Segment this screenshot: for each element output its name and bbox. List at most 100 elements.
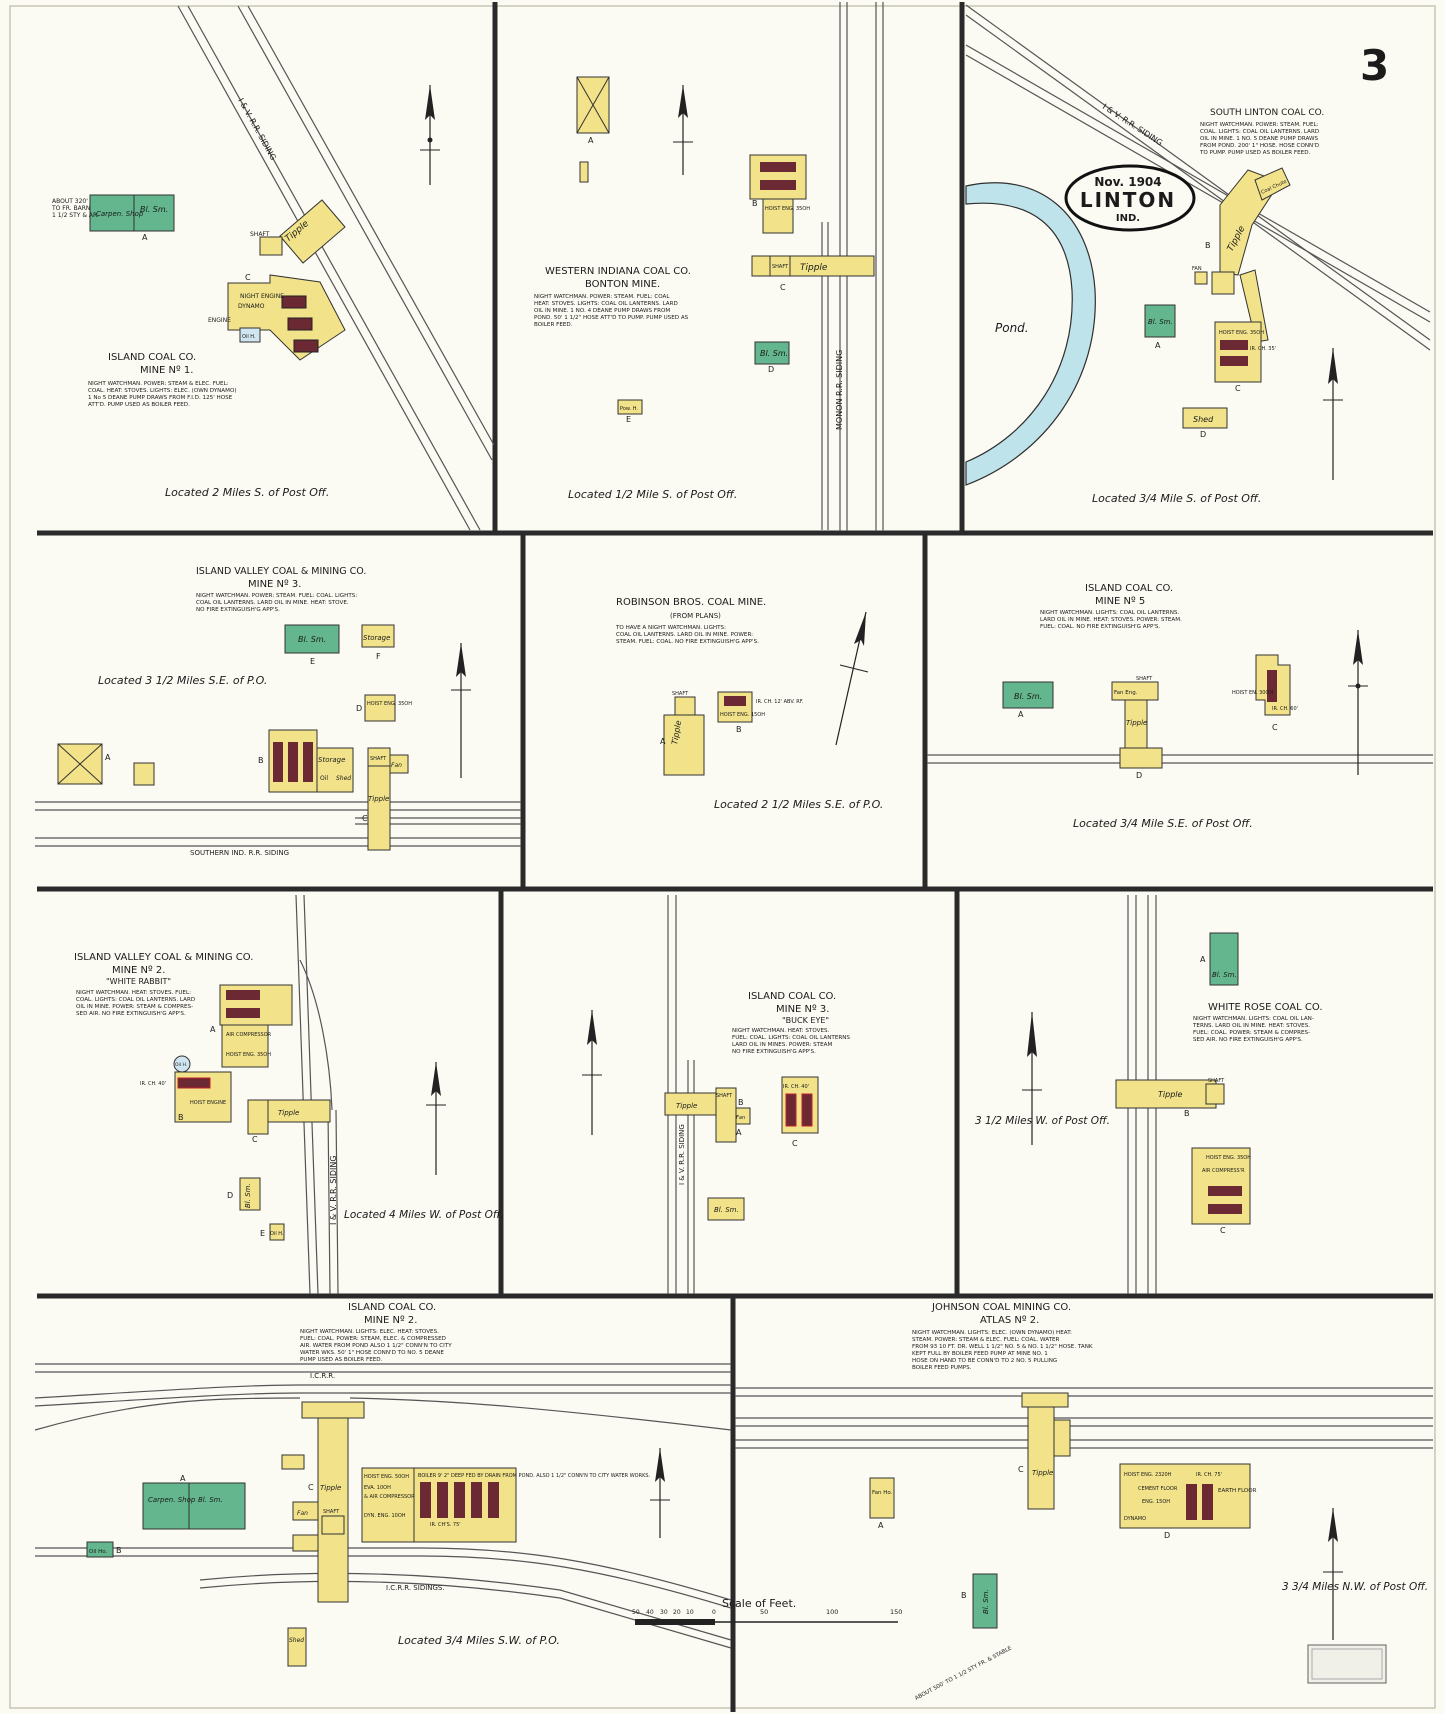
- bl-sm-label: Bl. Sm.: [198, 1496, 223, 1504]
- eng-label: ENG. 15OH: [1142, 1499, 1170, 1505]
- siding-label: MONON R.R. SIDING: [835, 350, 844, 430]
- north-arrow-icon: [1323, 1508, 1343, 1640]
- iron-chimney-label: IR. CH. 75': [1196, 1472, 1222, 1478]
- bl-sm-label: Bl. Sm.: [140, 205, 168, 214]
- note-line-4: SED AIR. NO FIRE EXTINGUISH'G APP'S.: [76, 1011, 186, 1017]
- oil-ho-label: Oil Ho.: [89, 1549, 108, 1555]
- carpenter-shop: [142, 1482, 190, 1530]
- note-line-2: TERNS. LARD OIL IN MINE. HEAT: STOVES.: [1192, 1023, 1310, 1029]
- note-line-1: NIGHT WATCHMAN. LIGHTS: COAL OIL LAN-: [1193, 1016, 1314, 1022]
- storage-2-label: Storage: [318, 756, 345, 764]
- bl-sm-label: Bl. Sm.: [1014, 692, 1042, 701]
- boiler-3: [454, 1482, 465, 1518]
- mine-subtitle: MINE Nº 2.: [112, 965, 165, 976]
- north-arrow-icon: [426, 1062, 446, 1175]
- company-title: ROBINSON BROS. COAL MINE.: [616, 597, 766, 608]
- railroad-tracks: [35, 801, 521, 847]
- oil-house: [269, 1223, 285, 1241]
- railroad-tracks: [735, 1387, 1433, 1449]
- bldg-b-letter: B: [961, 1591, 967, 1600]
- bldg-a-letter: A: [180, 1474, 186, 1483]
- dynamo-label: DYN. ENG. 10OH: [364, 1513, 406, 1519]
- iron-chimneys-label: IR. CH'S. 75': [430, 1522, 461, 1528]
- tipple-label: Tipple: [320, 1484, 341, 1492]
- blacksmith-shop: [1144, 304, 1176, 338]
- panel-island-coal-buckeye: I & V. R.R. SIDING ISLAND COAL CO. MINE …: [582, 895, 850, 1294]
- tipple-label: Tipple: [1032, 1469, 1053, 1477]
- bl-sm-label: Bl. Sm.: [760, 349, 788, 358]
- boiler-2: [287, 317, 313, 331]
- location-label: 3 1/2 Miles W. of Post Off.: [975, 1115, 1110, 1127]
- north-arrow-icon: [650, 1448, 670, 1538]
- shaft-label: SHAFT: [772, 264, 789, 270]
- note-line-4: SED AIR. NO FIRE EXTINGUISH'G APP'S.: [1193, 1037, 1303, 1043]
- note-line-2: LARD OIL IN MINE. HEAT: STOVES. POWER: S…: [1040, 617, 1182, 623]
- blacksmith-shop: [707, 1197, 745, 1221]
- bldg-a-letter: A: [1200, 955, 1206, 964]
- tipple-building: [279, 199, 346, 264]
- bldg-c-letter: C: [1018, 1465, 1024, 1474]
- dynamo-label: DYNAMO: [238, 303, 265, 310]
- company-title: ISLAND VALLEY COAL & MINING CO.: [196, 566, 366, 577]
- sheet-number: 3: [1360, 41, 1389, 90]
- hoist-engine-house: [762, 198, 794, 234]
- note-line-5: TO PUMP. PUMP USED AS BOILER FEED.: [1199, 150, 1311, 156]
- boiler-note: BOILER 9' 2" DEEP FED BY DRAIN FROM POND…: [418, 1473, 651, 1479]
- siding-label: I & V. R.R. SIDING: [678, 1124, 686, 1185]
- railroad-tracks: [295, 894, 339, 1295]
- note-line-4: FROM POND. 200' 1" HOSE. HOSE CONN'D: [1200, 143, 1319, 149]
- mine-subtitle: MINE Nº 3.: [776, 1004, 829, 1015]
- bldg-d-letter: D: [768, 365, 774, 374]
- bldg-a-letter: A: [210, 1025, 216, 1034]
- scale-tick-150: 150: [890, 1608, 902, 1616]
- note-line-3: OIL IN MINE. 1 NO. 4 DEANE PUMP DRAWS FR…: [534, 308, 670, 314]
- boiler-3: [293, 339, 319, 353]
- panel-white-rose: Bl. Sm. A WHITE ROSE COAL CO. NIGHT WATC…: [975, 895, 1323, 1294]
- note-line-1: NIGHT WATCHMAN. POWER: STEAM. FUEL:: [1200, 122, 1319, 128]
- iron-chimney-label: IR. CH. 40': [783, 1084, 809, 1090]
- tipple-building: [317, 1401, 349, 1603]
- carpenter-shop: [89, 194, 135, 232]
- note-line-3: LARD OIL IN MINES. POWER: STEAM: [732, 1042, 832, 1048]
- boiler-2: [1202, 1484, 1213, 1520]
- bldg-b-letter: B: [752, 199, 758, 208]
- fan-label: Fan: [297, 1510, 308, 1517]
- note-line-5: HOSE ON HAND TO BE CONN'D TO 2 NO. 5 PUL…: [912, 1358, 1057, 1364]
- shed: [287, 1627, 307, 1667]
- shed-small: [579, 161, 589, 183]
- tipple-label: Tipple: [670, 720, 683, 746]
- bldg-c-letter: C: [245, 273, 251, 282]
- scale-tick-40: 40: [646, 1609, 654, 1616]
- carpen-shop-label: Carpen. Shop: [148, 1496, 196, 1504]
- shaft-label: SHAFT: [716, 1093, 733, 1099]
- tipple-top: [1021, 1392, 1069, 1408]
- boiler-1: [420, 1482, 431, 1518]
- fan-house: [292, 1501, 319, 1521]
- scale-tick-10: 10: [686, 1609, 694, 1616]
- tipple-label: Tipple: [278, 1109, 299, 1117]
- note-line-2: FUEL: COAL. POWER: STEAM, ELEC. & COMPRE…: [300, 1336, 446, 1342]
- north-arrow-icon: [1022, 1012, 1042, 1145]
- note-line-3: OIL IN MINE. POWER: STEAM & COMPRES-: [76, 1004, 193, 1010]
- mine-nickname: "WHITE RABBIT": [106, 977, 171, 986]
- oil-label: Oil: [320, 775, 328, 782]
- oil-tank-label: Oil H.: [175, 1062, 187, 1068]
- hoist-engine-label: HOIST ENGINE: [190, 1100, 226, 1106]
- oil-house-label: Oil H.: [270, 1231, 284, 1237]
- bldg-a-letter: A: [1018, 710, 1024, 719]
- night-engine-label: NIGHT ENGINE: [240, 293, 284, 300]
- panel-island-coal-mine-2: I.C.R.R. I.C.R.R. SIDINGS. ISLAND COAL C…: [34, 1302, 902, 1667]
- note-line-3: NO FIRE EXTINGUISH'G APP'S.: [196, 607, 280, 613]
- siding-label: SOUTHERN IND. R.R. SIDING: [190, 849, 289, 857]
- boiler-1: [226, 990, 260, 1000]
- tipple-building: [663, 714, 705, 776]
- note-line-1: NIGHT WATCHMAN. POWER: STEAM. FUEL: COAL: [534, 294, 670, 300]
- tipple-label: Tipple: [800, 263, 828, 273]
- location-label: Located 3 1/2 Miles S.E. of P.O.: [98, 674, 267, 687]
- siding-label: I & V. R.R. SIDING: [236, 97, 278, 162]
- dynamo-label: DYNAMO: [1124, 1516, 1146, 1522]
- cartouche-town: LINTON: [1080, 188, 1176, 212]
- cement-floor-label: CEMENT FLOOR: [1138, 1486, 1178, 1492]
- dist-note-3: 1 1/2 STY & AR.: [52, 212, 99, 219]
- cartouche-state: IND.: [1116, 213, 1140, 224]
